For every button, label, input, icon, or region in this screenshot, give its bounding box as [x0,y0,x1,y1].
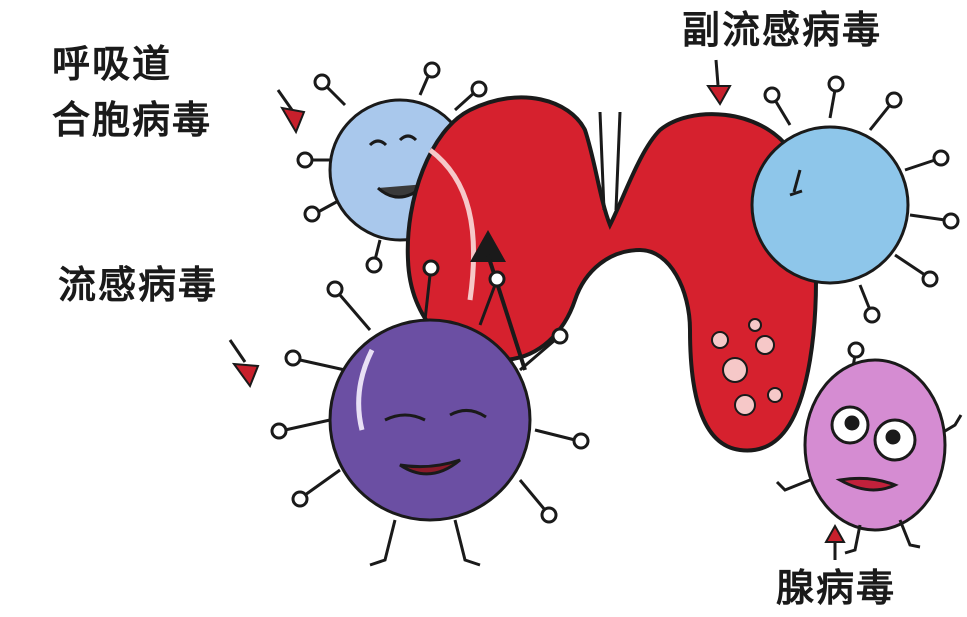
influenza-label: 流感病毒 [58,265,218,307]
rsv-label-line2: 合胞病毒 [52,100,212,142]
parainfluenza-label: 副流感病毒 [682,10,882,52]
rsv-label: 呼吸道 合胞病毒 [52,44,212,142]
rsv-label-line1: 呼吸道 [52,44,212,86]
adenovirus-label: 腺病毒 [776,568,896,610]
